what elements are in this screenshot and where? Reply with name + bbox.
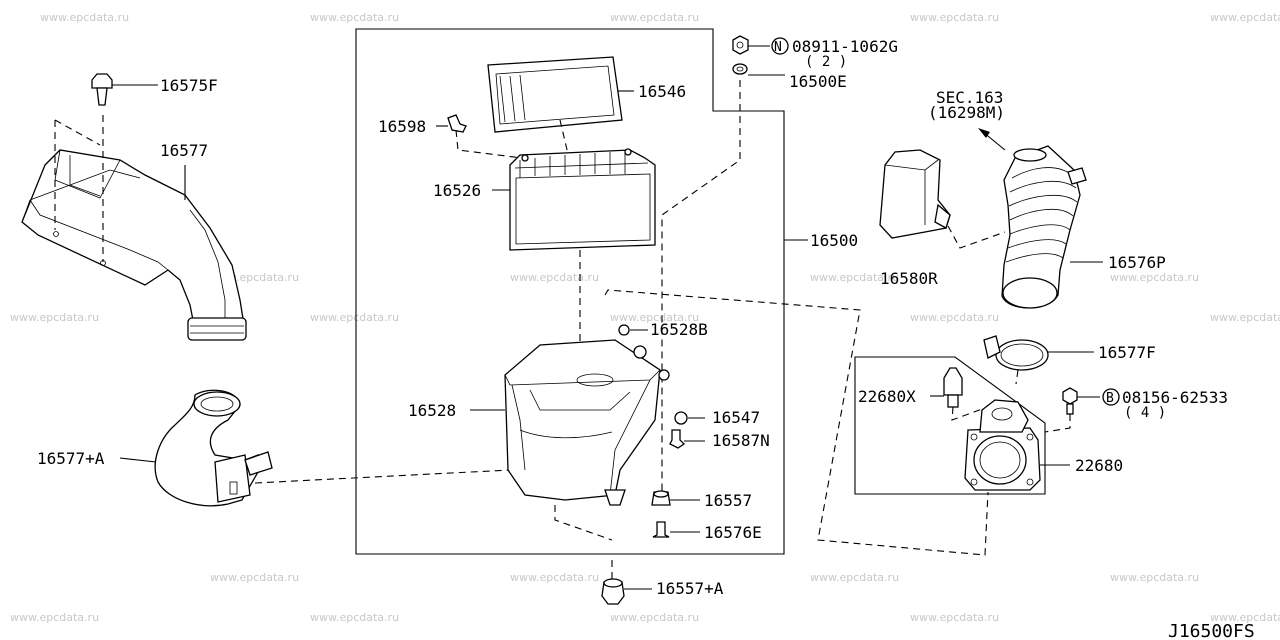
watermark: www.epcdata.ru — [10, 311, 99, 324]
resonator-16580R — [879, 149, 951, 239]
air-cleaner-housing-16528 — [504, 339, 670, 506]
washer-16500E — [732, 63, 748, 75]
clip-16587N — [669, 429, 686, 449]
callout-16577A: 16577+A — [37, 449, 105, 468]
arrow-icon — [978, 128, 990, 138]
callout-16587N: 16587N — [712, 431, 770, 450]
bolt-symbol — [1102, 388, 1120, 406]
bolt-quantity: ( 4 ) — [1124, 405, 1166, 421]
watermark: www.epcdata.ru — [1210, 311, 1280, 324]
callout-16577F: 16577F — [1098, 343, 1156, 362]
watermark: www.epcdata.ru — [1210, 611, 1280, 624]
air-duct-16577 — [21, 115, 247, 341]
callout-16526: 16526 — [433, 181, 481, 200]
air-cleaner-assembly-frame — [355, 28, 785, 555]
callout-16557: 16557 — [704, 491, 752, 510]
mass-air-flow-sensor-22680 — [964, 399, 1041, 491]
sensor-22680X — [943, 367, 963, 408]
nut-part-number: 08911-1062G — [792, 37, 898, 56]
bolt-08156 — [1062, 387, 1078, 415]
diagram-code: J16500FS — [1168, 621, 1255, 640]
watermark: www.epcdata.ru — [810, 271, 899, 284]
watermark: www.epcdata.ru — [510, 271, 599, 284]
filter-element-16546 — [487, 56, 623, 133]
watermark: www.epcdata.ru — [910, 311, 999, 324]
callout-16598: 16598 — [378, 117, 426, 136]
callout-16575F: 16575F — [160, 76, 218, 95]
callout-16577: 16577 — [160, 141, 208, 160]
callout-16528: 16528 — [408, 401, 456, 420]
watermark: www.epcdata.ru — [610, 311, 699, 324]
watermark: www.epcdata.ru — [810, 571, 899, 584]
elbow-duct-16577A — [154, 389, 273, 507]
callout-16546: 16546 — [638, 82, 686, 101]
callout-16576E: 16576E — [704, 523, 762, 542]
watermark: www.epcdata.ru — [10, 611, 99, 624]
nut-prefix: N — [774, 40, 782, 55]
watermark: www.epcdata.ru — [1210, 11, 1280, 24]
clip-16598 — [447, 114, 467, 133]
watermark-layer: www.epcdata.ru www.epcdata.ru www.epcdat… — [10, 11, 1280, 624]
watermark: www.epcdata.ru — [1110, 571, 1199, 584]
air-flow-meter-frame — [854, 356, 1046, 495]
callout-16547: 16547 — [712, 408, 760, 427]
hose-clamp-16577F — [983, 335, 1049, 371]
watermark: www.epcdata.ru — [310, 11, 399, 24]
section-ref-sub: (16298M) — [928, 103, 1005, 122]
watermark: www.epcdata.ru — [310, 311, 399, 324]
watermark: www.epcdata.ru — [610, 11, 699, 24]
grommet-16528B — [618, 324, 630, 336]
watermark: www.epcdata.ru — [40, 11, 129, 24]
grommet-16547 — [674, 411, 688, 425]
clip-16575F — [91, 73, 158, 106]
pin-16576E — [652, 521, 670, 538]
bolt-prefix: B — [1106, 391, 1114, 406]
air-hose-16576P — [1001, 145, 1087, 309]
air-cleaner-cover-16526 — [509, 148, 656, 251]
section-ref: SEC.163 — [936, 88, 1003, 107]
callout-16580R: 16580R — [880, 269, 938, 288]
callout-16528B: 16528B — [650, 320, 708, 339]
callout-16500: 16500 — [810, 231, 858, 250]
bolt-part-number: 08156-62533 — [1122, 388, 1228, 407]
watermark: www.epcdata.ru — [1110, 271, 1199, 284]
nut-symbol — [771, 37, 789, 55]
nut-08911 — [732, 35, 749, 55]
watermark: www.epcdata.ru — [510, 571, 599, 584]
watermark: www.epcdata.ru — [910, 611, 999, 624]
callout-16576P: 16576P — [1108, 253, 1166, 272]
nut-quantity: ( 2 ) — [805, 54, 847, 70]
callout-16557A: 16557+A — [656, 579, 724, 598]
watermark: www.epcdata.ru — [210, 571, 299, 584]
watermark: www.epcdata.ru — [910, 11, 999, 24]
watermark: www.epcdata.ru — [310, 611, 399, 624]
callout-22680: 22680 — [1075, 456, 1123, 475]
callout-16500E: 16500E — [789, 72, 847, 91]
callout-22680X: 22680X — [858, 387, 916, 406]
watermark: www.epcdata.ru — [610, 611, 699, 624]
